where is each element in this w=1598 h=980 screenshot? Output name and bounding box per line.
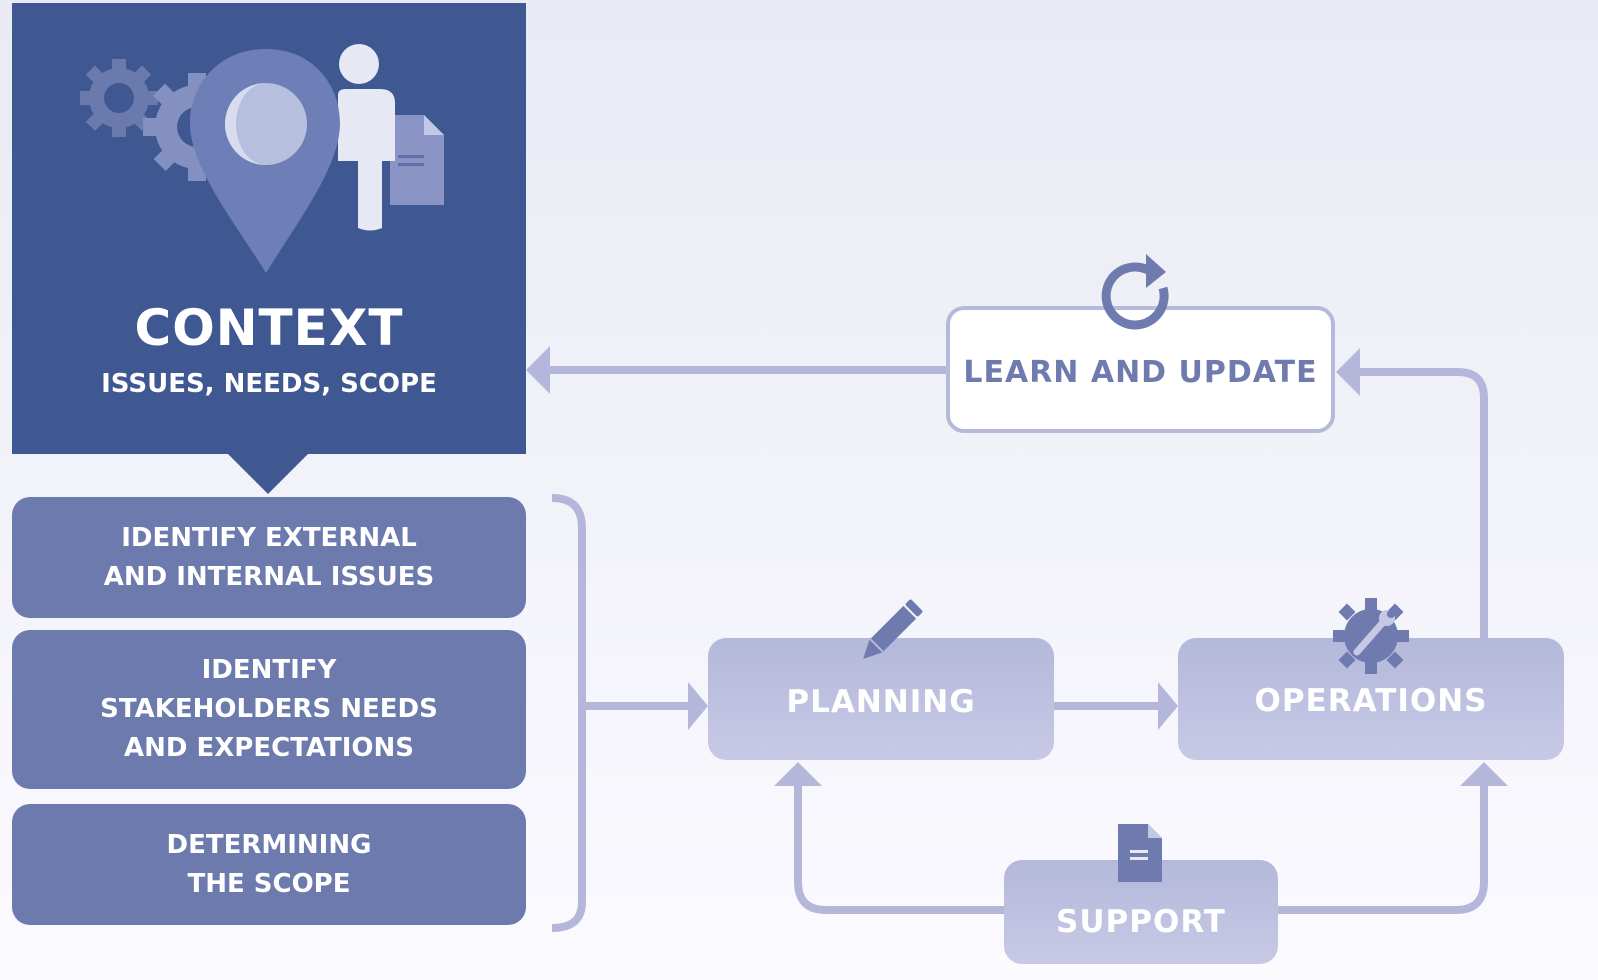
document-icon xyxy=(390,115,444,205)
support-to-planning-line xyxy=(794,782,1004,914)
arrow-head-support-operations xyxy=(1460,762,1508,786)
support-document-icon xyxy=(1118,824,1162,882)
gear-icon xyxy=(80,59,158,137)
arrow-head-support-planning xyxy=(774,762,822,786)
context-illustration xyxy=(80,44,444,273)
operations-to-learn-line xyxy=(1356,368,1488,640)
step-determining-scope: DETERMINING THE SCOPE xyxy=(12,804,526,925)
steps-bracket xyxy=(551,494,586,932)
context-title: CONTEXT xyxy=(134,299,404,357)
arrow-head-context xyxy=(526,346,550,394)
learn-and-update-label: LEARN AND UPDATE xyxy=(963,355,1318,390)
planning-node: PLANNING xyxy=(708,638,1054,760)
support-label: SUPPORT xyxy=(1056,904,1226,940)
pencil-icon xyxy=(863,599,923,659)
refresh-icon xyxy=(1101,254,1169,330)
context-subtitle: ISSUES, NEEDS, SCOPE xyxy=(101,369,437,399)
gear-wrench-icon xyxy=(1333,598,1409,674)
arrow-head-planning xyxy=(688,682,708,730)
planning-label: PLANNING xyxy=(786,684,976,720)
arrow-head-operations xyxy=(1158,682,1178,730)
operations-label: OPERATIONS xyxy=(1254,683,1488,719)
step-identify-issues: IDENTIFY EXTERNAL AND INTERNAL ISSUES xyxy=(12,497,526,618)
support-node: SUPPORT xyxy=(1004,860,1278,964)
context-pointer xyxy=(226,452,310,494)
arrow-head-learn xyxy=(1336,348,1360,396)
context-panel: CONTEXT ISSUES, NEEDS, SCOPE xyxy=(12,3,526,454)
support-to-operations-line xyxy=(1278,782,1488,914)
step-identify-stakeholders: IDENTIFY STAKEHOLDERS NEEDS AND EXPECTAT… xyxy=(12,630,526,789)
person-icon xyxy=(338,44,395,231)
location-pin-icon xyxy=(190,49,340,273)
